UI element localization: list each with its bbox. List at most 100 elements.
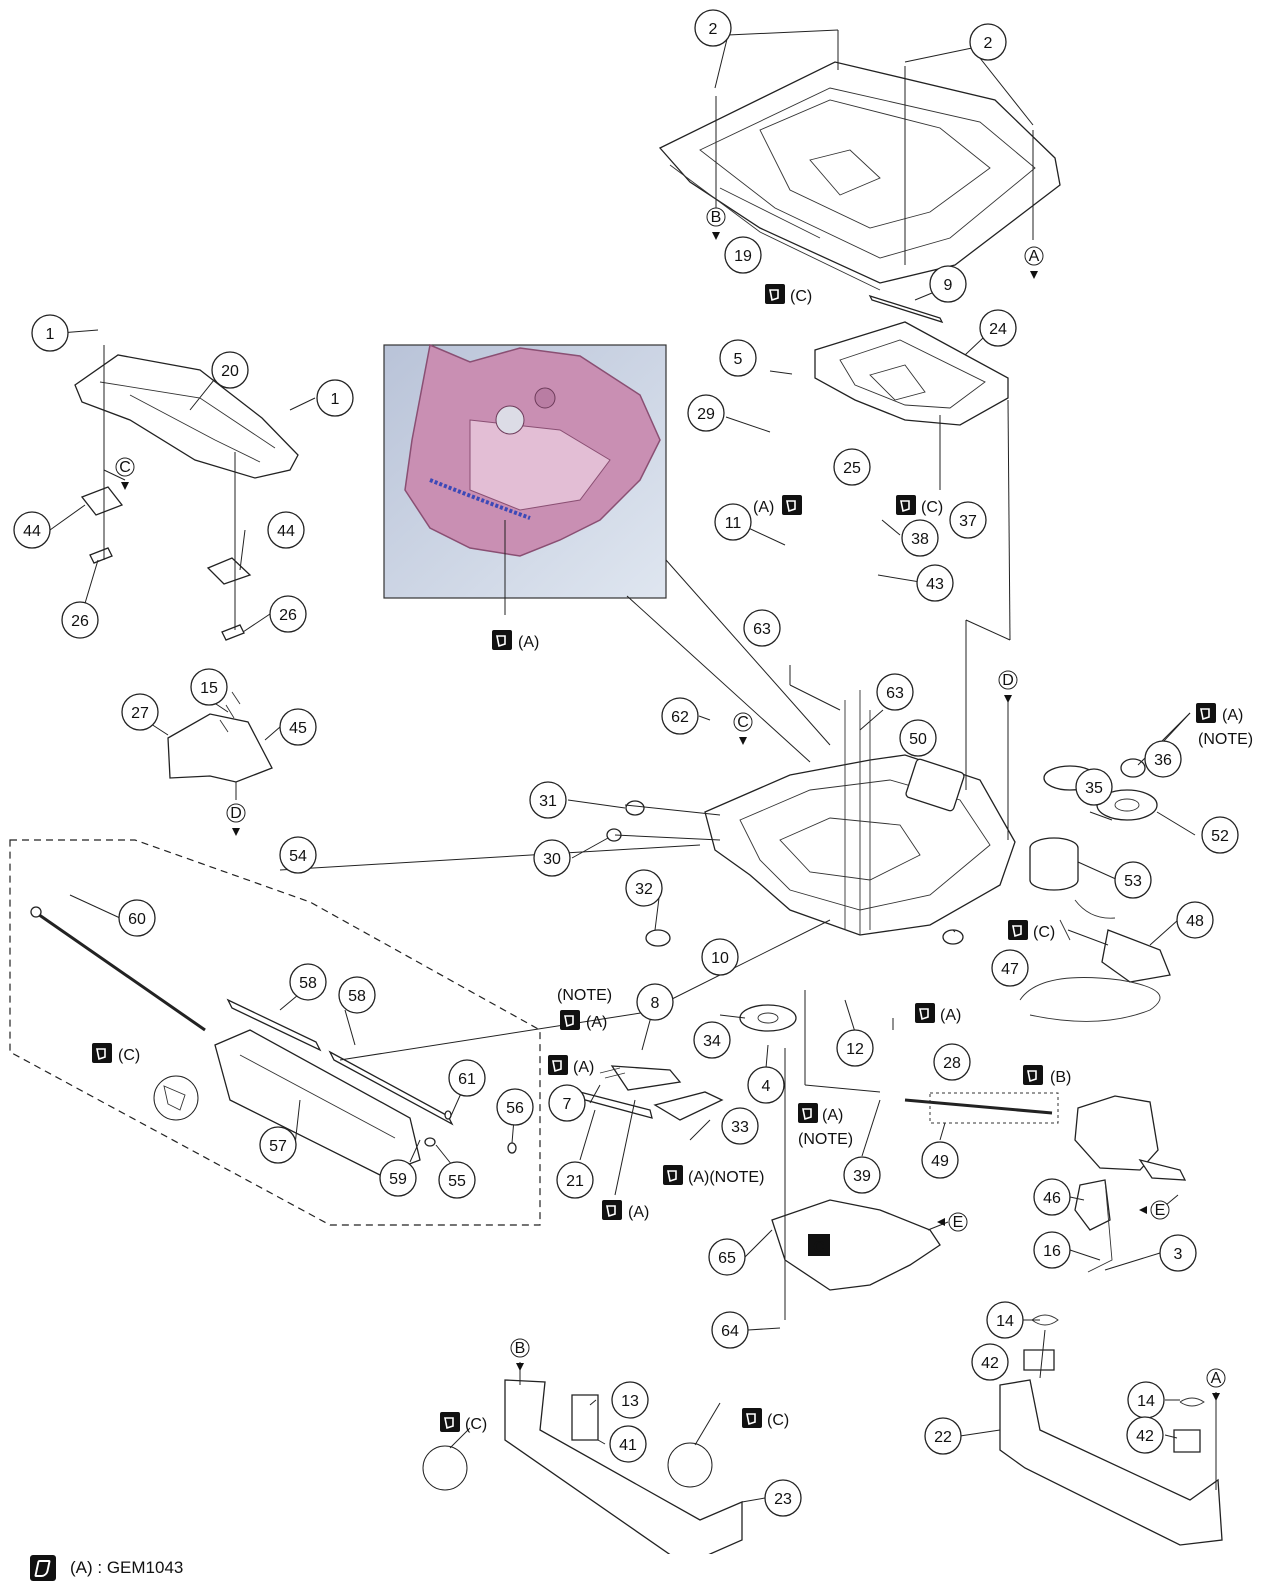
svg-text:8: 8: [651, 995, 660, 1012]
callout-44b: 44: [267, 511, 305, 549]
grease-icon: (C): [742, 1408, 789, 1429]
callout-1b: 1: [316, 379, 354, 417]
svg-text:(NOTE): (NOTE): [1198, 731, 1253, 748]
svg-text:56: 56: [506, 1100, 524, 1117]
marker-d-left: D: [226, 803, 246, 836]
left-bracket-details: [80, 345, 273, 783]
svg-text:42: 42: [1136, 1428, 1154, 1445]
svg-text:E: E: [1155, 1202, 1166, 1219]
callout-47: 47: [991, 949, 1029, 987]
svg-text:52: 52: [1211, 828, 1229, 845]
svg-text:54: 54: [289, 848, 307, 865]
svg-text:(A): (A): [753, 499, 774, 516]
grease-icon: (C): [765, 284, 812, 305]
svg-text:B: B: [711, 209, 722, 226]
svg-text:42: 42: [981, 1355, 999, 1372]
bottom-bracket-right-part: [999, 1314, 1223, 1546]
lever-parts: [570, 1065, 724, 1121]
callout-65: 65: [708, 1238, 746, 1276]
svg-text:59: 59: [389, 1171, 407, 1188]
marker-b-top: B: [706, 207, 726, 240]
legend-text: (A) : GEM1043: [70, 1558, 184, 1577]
svg-text:(C): (C): [1033, 924, 1055, 941]
svg-text:28: 28: [943, 1055, 961, 1072]
callout-42a: 42: [971, 1343, 1009, 1381]
callout-44a: 44: [13, 511, 51, 549]
svg-text:E: E: [953, 1214, 964, 1231]
callout-56: 56: [496, 1088, 534, 1126]
svg-text:53: 53: [1124, 873, 1142, 890]
top-cover-part: [658, 61, 1061, 291]
svg-text:(A): (A): [573, 1059, 594, 1076]
callout-16: 16: [1033, 1231, 1071, 1269]
svg-text:3: 3: [1174, 1246, 1183, 1263]
lead-screw-part: [904, 1092, 1059, 1124]
svg-text:20: 20: [221, 363, 239, 380]
callout-7: 7: [548, 1084, 586, 1122]
svg-text:35: 35: [1085, 780, 1103, 797]
svg-text:21: 21: [566, 1173, 584, 1190]
callout-11: 11: [714, 503, 752, 541]
svg-text:22: 22: [934, 1429, 952, 1446]
callout-48: 48: [1176, 901, 1214, 939]
marker-e-pickup: E: [1139, 1200, 1170, 1220]
svg-text:36: 36: [1154, 752, 1172, 769]
svg-text:(A): (A): [940, 1007, 961, 1024]
callout-24: 24: [979, 309, 1017, 347]
callout-32: 32: [625, 869, 663, 907]
grease-icon: (A)(NOTE): [663, 1165, 764, 1186]
callout-14b: 14: [1127, 1381, 1165, 1419]
sub-assembly-region: [9, 839, 541, 1226]
svg-text:57: 57: [269, 1138, 287, 1155]
grease-icon: (A): [753, 495, 802, 516]
svg-text:(A): (A): [1222, 707, 1243, 724]
marker-e-plate: E: [937, 1212, 968, 1232]
svg-text:2: 2: [984, 35, 993, 52]
marker-d-center: D: [998, 670, 1018, 703]
callout-33: 33: [721, 1107, 759, 1145]
callout-43: 43: [916, 564, 954, 602]
svg-text:1: 1: [331, 391, 340, 408]
grease-icon: (A) (NOTE): [1196, 703, 1253, 748]
bottom-bracket-left-part: [422, 1379, 743, 1554]
grease-icon: (B): [1023, 1065, 1071, 1086]
svg-text:4: 4: [762, 1078, 771, 1095]
callout-14a: 14: [986, 1301, 1024, 1339]
svg-text:55: 55: [448, 1173, 466, 1190]
grease-icon: (A): [602, 1200, 649, 1221]
motor-part: [1019, 899, 1171, 1022]
callout-49: 49: [921, 1141, 959, 1179]
callout-12: 12: [836, 1029, 874, 1067]
callout-39: 39: [843, 1156, 881, 1194]
svg-text:14: 14: [1137, 1393, 1155, 1410]
svg-text:64: 64: [721, 1323, 739, 1340]
svg-text:5: 5: [734, 351, 743, 368]
svg-text:26: 26: [279, 607, 297, 624]
svg-text:34: 34: [703, 1033, 721, 1050]
callout-27: 27: [121, 693, 159, 731]
svg-text:16: 16: [1043, 1243, 1061, 1260]
svg-text:62: 62: [671, 709, 689, 726]
svg-text:65: 65: [718, 1250, 736, 1267]
svg-text:11: 11: [725, 515, 742, 532]
legend: (A) : GEM1043: [30, 1554, 183, 1582]
svg-text:58: 58: [299, 975, 317, 992]
svg-text:46: 46: [1043, 1190, 1061, 1207]
marker-b-bottom: B: [510, 1338, 530, 1371]
main-chassis-part: [704, 690, 1016, 936]
callout-8: 8: [636, 983, 674, 1021]
svg-text:1: 1: [46, 326, 55, 343]
callout-62: 62: [661, 697, 699, 735]
callout-53: 53: [1114, 861, 1152, 899]
callout-54: 54: [279, 836, 317, 874]
svg-text:26: 26: [71, 613, 89, 630]
callout-2b: 2: [969, 23, 1007, 61]
grease-icon: [30, 1555, 56, 1581]
bottom-plate-part: [771, 1199, 941, 1291]
svg-text:37: 37: [959, 513, 977, 530]
grease-icon: (A): [492, 630, 539, 651]
callout-45: 45: [279, 708, 317, 746]
marker-a-top: A: [1024, 246, 1044, 279]
svg-text:B: B: [515, 1340, 526, 1357]
